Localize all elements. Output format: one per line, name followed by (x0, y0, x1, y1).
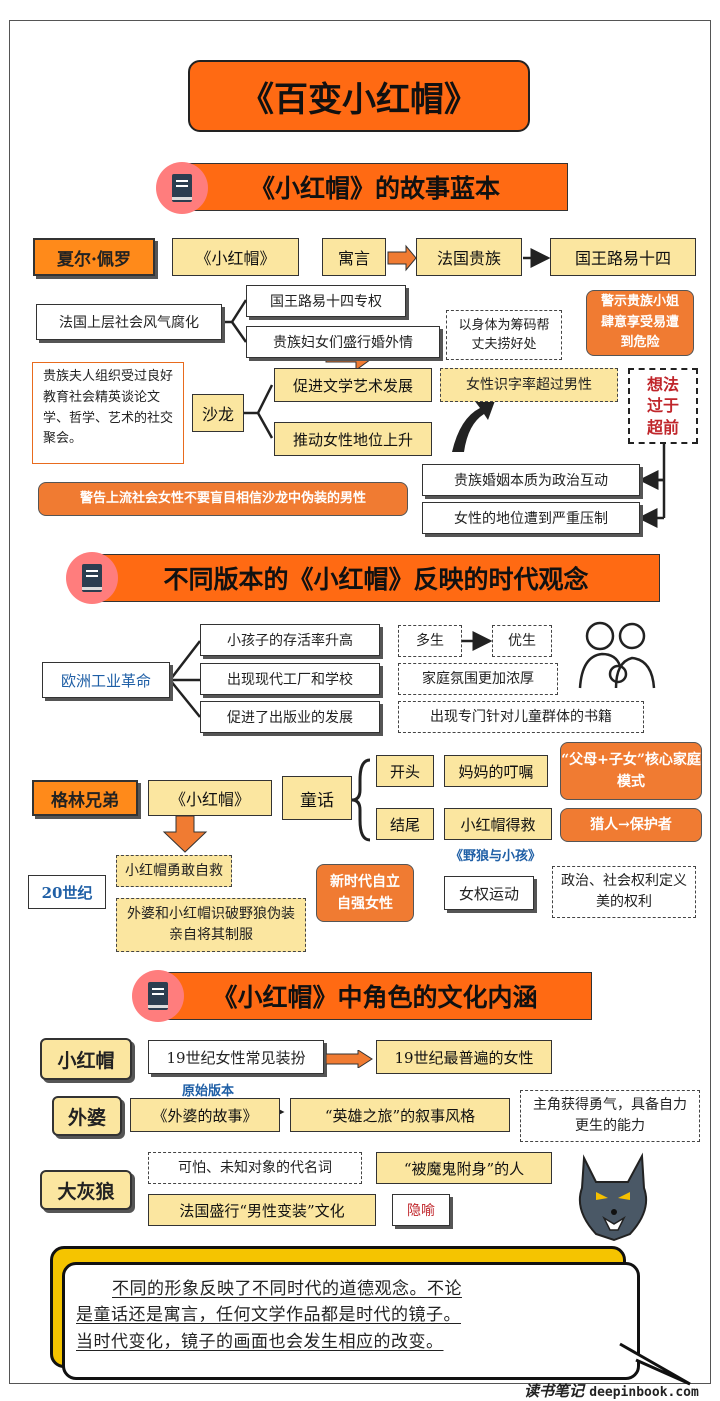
new-era-women: 新时代自立自强女性 (316, 864, 414, 922)
mother-warning: 妈妈的叮嘱 (444, 755, 548, 787)
work-title: 《小红帽》 (172, 238, 299, 276)
char-granny: 外婆 (52, 1096, 122, 1136)
better-births: 优生 (492, 625, 552, 657)
crossdressing-culture: 法国盛行“男性变装”文化 (148, 1194, 376, 1226)
twentieth-century: 20世纪 (28, 875, 106, 909)
nuclear-family: “父母+子女”核心家庭模式 (560, 742, 702, 800)
body-as-chip: 以身体为筹码帮丈夫捞好处 (446, 310, 562, 360)
mother-child-icon (572, 616, 664, 696)
wolf-and-kids: 《野狼与小孩》 (450, 849, 542, 864)
book-icon (66, 552, 118, 604)
female-literacy: 女性识字率超过男性 (440, 368, 618, 402)
salon: 沙龙 (192, 394, 244, 432)
conclusion-line-3: 当时代变化，镜子的画面也会发生相应的改变。 (76, 1331, 444, 1352)
conclusion-text: 不同的形象反映了不同时代的道德观念。不论 是童话还是寓言，任何文学作品都是时代的… (76, 1276, 636, 1355)
industrial-revolution: 欧洲工业革命 (42, 662, 170, 698)
king-absolutism: 国王路易十四专权 (246, 285, 406, 317)
warning-banner: 警告上流社会女性不要盲目相信沙龙中伪装的男性 (38, 482, 408, 516)
too-advanced: 想法过于超前 (628, 368, 698, 444)
hunter-protector: 猎人→保护者 (560, 808, 702, 842)
book-icon (132, 970, 184, 1022)
status-rise: 推动女性地位上升 (274, 422, 432, 456)
feminist-movement: 女权运动 (444, 876, 534, 910)
section-1-title: 《小红帽》的故事蓝本 (182, 163, 568, 211)
child-survival: 小孩子的存活率升高 (200, 624, 380, 656)
self-rescue: 小红帽勇敢自救 (116, 855, 232, 887)
common-women: 19世纪最普遍的女性 (376, 1040, 552, 1074)
society-corrupt: 法国上层社会风气腐化 (36, 304, 222, 340)
king-louis: 国王路易十四 (550, 238, 696, 276)
wolf-icon (566, 1148, 660, 1242)
conclusion-line-2: 是童话还是寓言，任何文学作品都是时代的镜子。 (76, 1305, 461, 1326)
possessed: “被魔鬼附身”的人 (376, 1152, 552, 1184)
noble-affairs: 贵族妇女们盛行婚外情 (246, 326, 440, 358)
unknown-fear: 可怕、未知对象的代名词 (148, 1152, 362, 1184)
char-big-bad-wolf: 大灰狼 (40, 1170, 132, 1210)
ending-label: 结尾 (376, 808, 434, 840)
warn-noble-girls: 警示贵族小姐肆意享受易遭到危险 (586, 290, 694, 356)
self-reliance: 主角获得勇气，具备自力更生的能力 (520, 1090, 700, 1142)
publishing-growth: 促进了出版业的发展 (200, 701, 380, 733)
brand-name: 读书笔记 (524, 1382, 585, 1400)
genre-fairytale: 童话 (282, 776, 352, 820)
author-perrault: 夏尔·佩罗 (33, 238, 155, 276)
granny-story: 《外婆的故事》 (130, 1098, 280, 1132)
common-outfit: 19世纪女性常见装扮 (148, 1040, 324, 1074)
footer-brand: 读书笔记 deepinbook.com (524, 1380, 699, 1401)
metaphor-tag: 隐喻 (392, 1194, 450, 1226)
conclusion-line-1: 不同的形象反映了不同时代的道德观念。不论 (112, 1279, 462, 1299)
book-icon (156, 162, 208, 214)
children-books: 出现专门针对儿童群体的书籍 (398, 701, 644, 733)
page-title: 《百变小红帽》 (188, 60, 530, 132)
political-marriage: 贵族婚姻本质为政治互动 (422, 464, 640, 496)
promote-art: 促进文学艺术发展 (274, 368, 432, 402)
salon-note: 贵族夫人组织受过良好教育社会精英谈论文学、哲学、艺术的社交聚会。 (32, 362, 184, 464)
audience-nobles: 法国贵族 (416, 238, 522, 276)
section-2-title: 不同版本的《小红帽》反映的时代观念 (92, 554, 660, 602)
rights-definition: 政治、社会权利定义美的权利 (552, 866, 696, 918)
rescued: 小红帽得救 (444, 808, 552, 840)
brand-site[interactable]: deepinbook.com (589, 1385, 699, 1400)
family-warmth: 家庭氛围更加浓厚 (398, 663, 558, 695)
char-red-riding-hood: 小红帽 (40, 1038, 132, 1080)
many-births: 多生 (398, 625, 462, 657)
original-version-label: 原始版本 (182, 1084, 235, 1099)
heros-journey: “英雄之旅”的叙事风格 (290, 1098, 510, 1132)
genre-fable: 寓言 (322, 238, 386, 276)
conclusion-box (62, 1262, 640, 1380)
factory-school: 出现现代工厂和学校 (200, 663, 380, 695)
grimm-work: 《小红帽》 (148, 780, 272, 816)
women-oppressed: 女性的地位遭到严重压制 (422, 502, 640, 534)
opening-label: 开头 (376, 755, 434, 787)
grimm-brothers: 格林兄弟 (32, 780, 138, 816)
page-frame (9, 20, 711, 1384)
section-3-title: 《小红帽》中角色的文化内涵 (158, 972, 592, 1020)
wolf-exposed: 外婆和小红帽识破野狼伪装亲自将其制服 (116, 898, 306, 952)
arrow-right-icon (325, 1049, 373, 1069)
